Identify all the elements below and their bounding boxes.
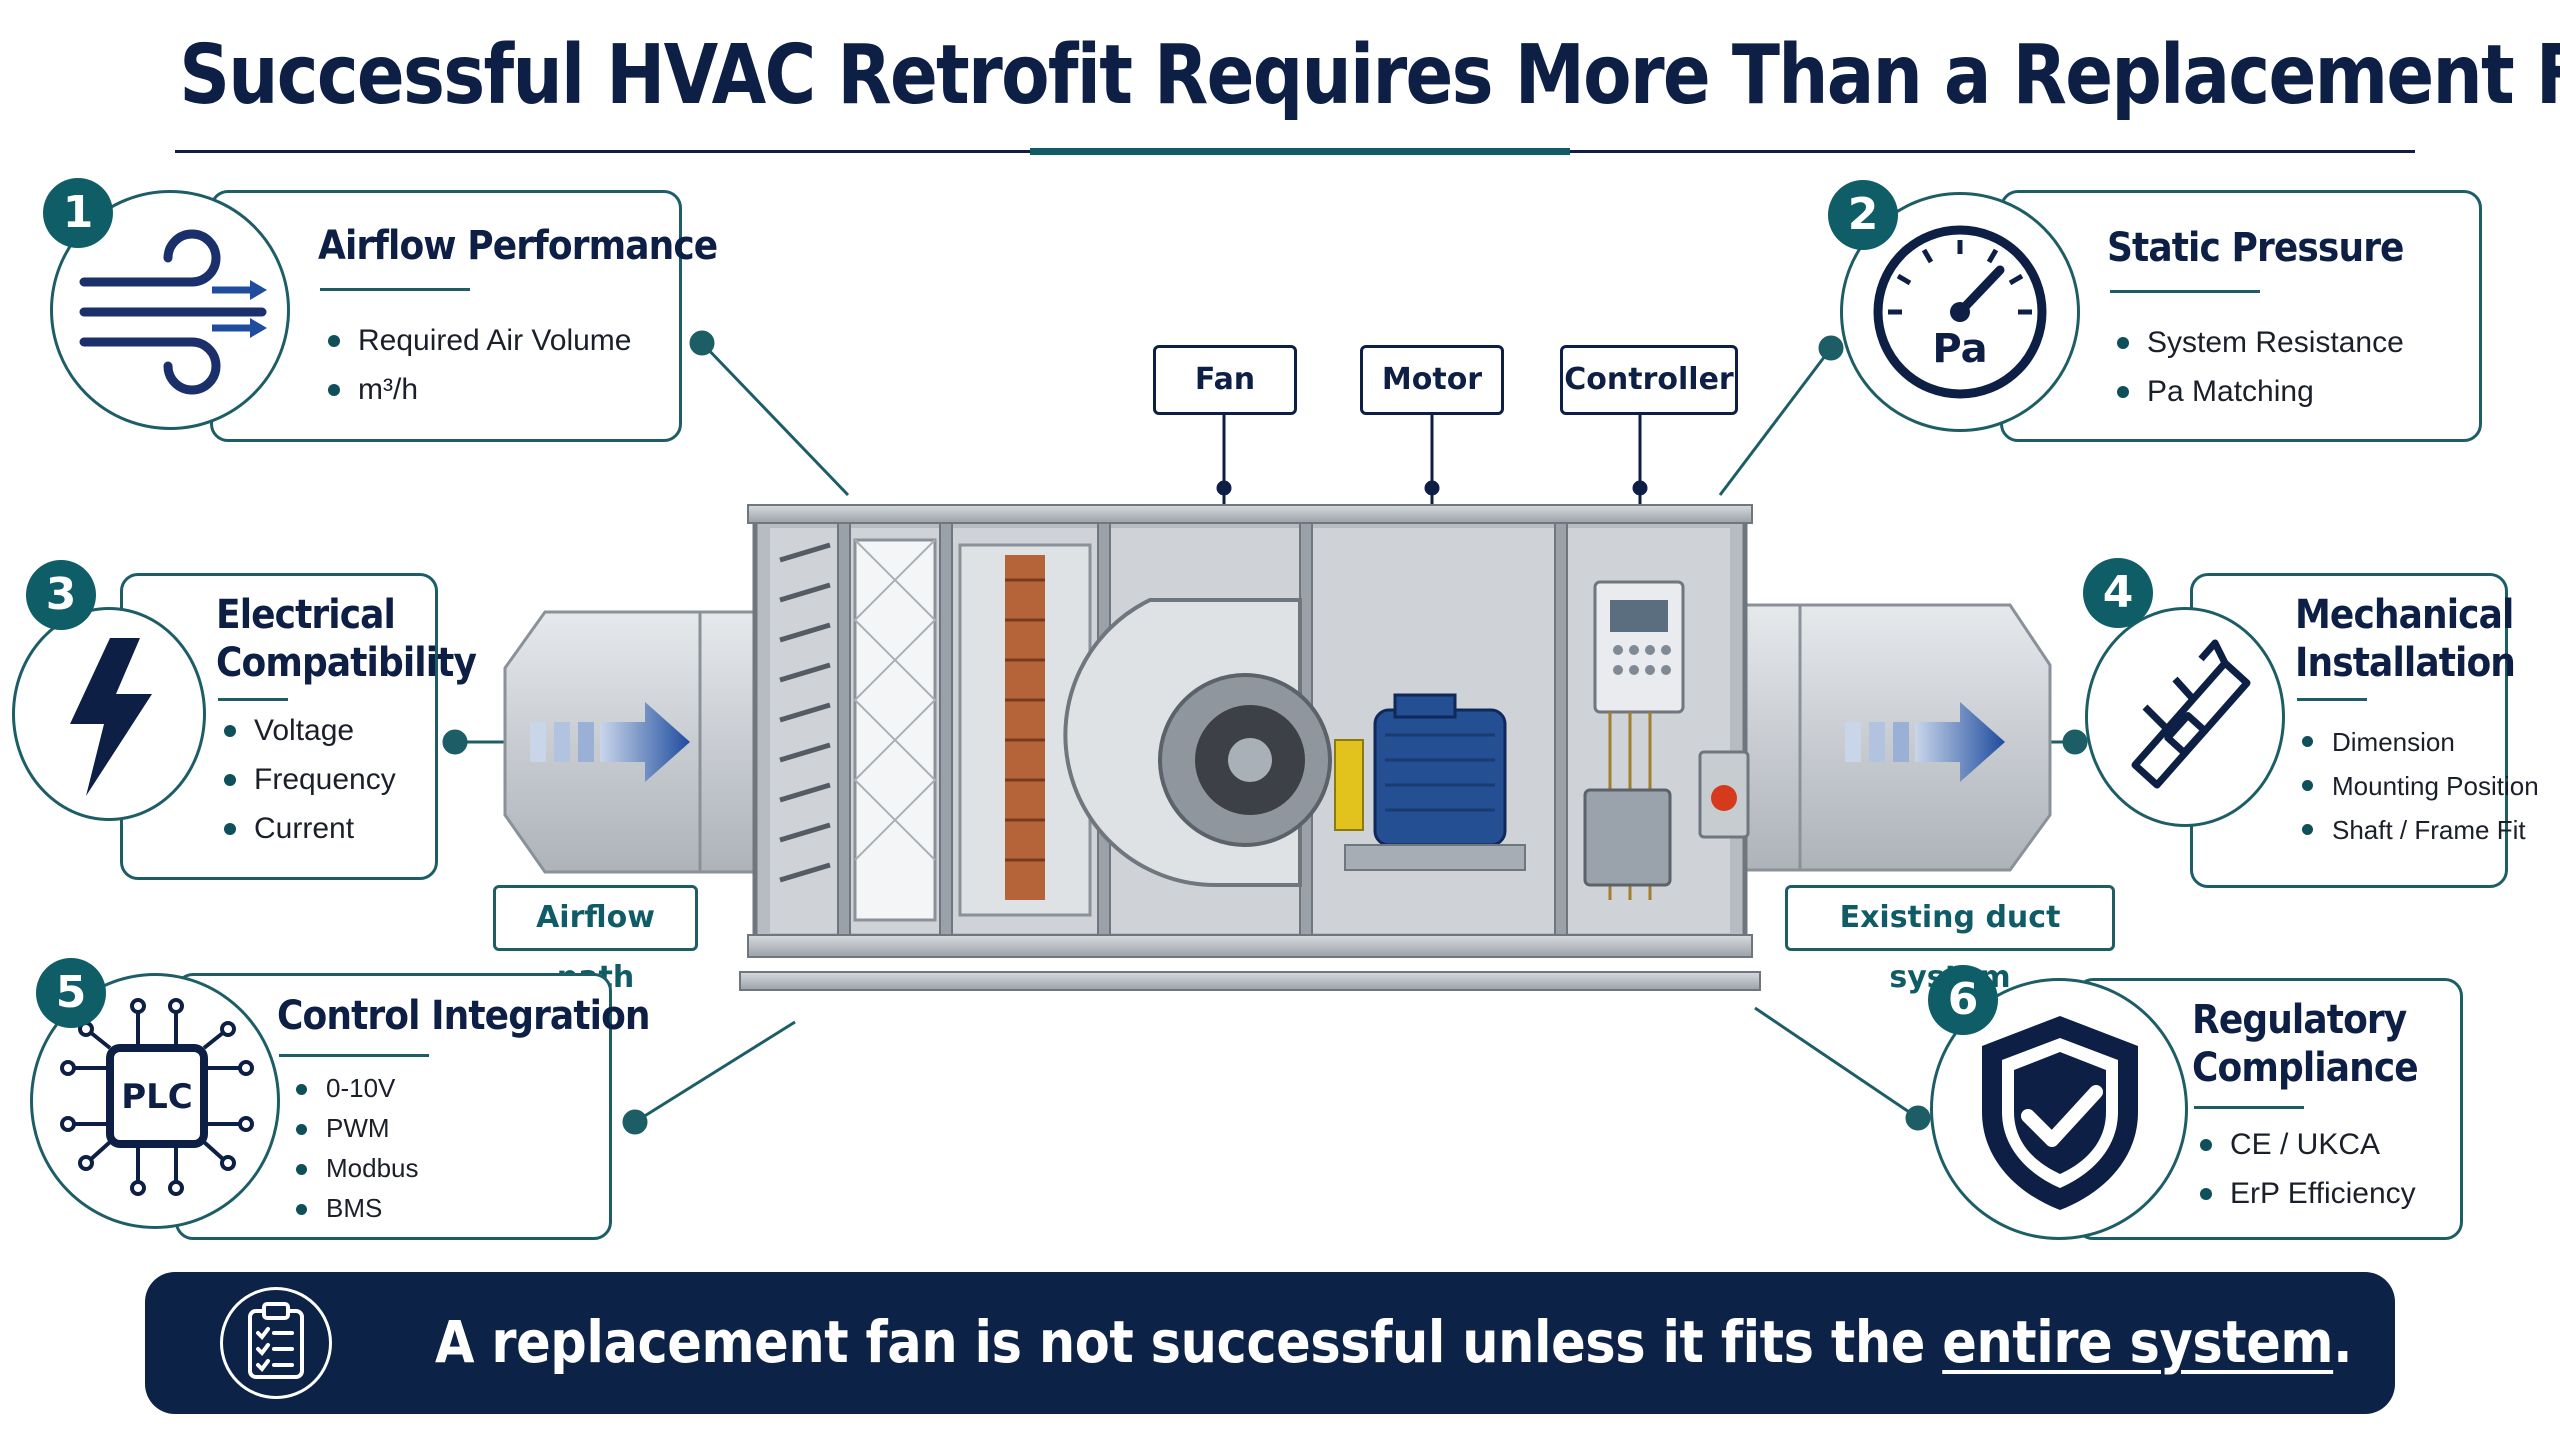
factor-bullet: PWM (294, 1108, 419, 1148)
shield-check-icon (1982, 1016, 2138, 1210)
page-title: Successful HVAC Retrofit Requires More T… (179, 28, 2560, 123)
factor-title-line: Compliance (2192, 1045, 2419, 1091)
factor-number-badge: 1 (43, 178, 113, 248)
factor-bullet: Modbus (294, 1148, 419, 1188)
lightning-bolt-icon (70, 638, 152, 796)
factor-bullet: Pa Matching (2115, 367, 2404, 416)
caliper-icon (2131, 639, 2251, 789)
factor-title-line: Electrical (216, 592, 396, 638)
factor-bullet: CE / UKCA (2198, 1120, 2416, 1169)
factor-bullet: 0-10V (294, 1068, 419, 1108)
pressure-gauge-icon: Pa (1873, 225, 2047, 399)
airflow-arrow-left (530, 702, 690, 782)
existing-duct-tag: Existing duct system (1785, 885, 2115, 995)
fan-label: Fan (1153, 345, 1297, 415)
factor-bullet: Dimension (2300, 720, 2539, 764)
factor-number-badge: 6 (1928, 965, 1998, 1035)
factor-bullet: Mounting Position (2300, 764, 2539, 808)
controller-label: Controller (1560, 345, 1738, 415)
clipboard-checklist-icon (220, 1287, 332, 1399)
factor-title: Airflow Performance (318, 223, 718, 269)
factor-bullet: BMS (294, 1188, 419, 1228)
factor-bullet: System Resistance (2115, 318, 2404, 367)
svg-text:Pa: Pa (1932, 326, 1987, 372)
factor-title-line: Compatibility (216, 640, 477, 686)
factor-number-badge: 3 (26, 560, 96, 630)
factor-title-line: Regulatory (2192, 997, 2407, 1043)
airflow-icon (79, 229, 267, 395)
motor-label: Motor (1360, 345, 1504, 415)
airflow-path-tag: Airflow path (493, 885, 698, 995)
factor-bullet: Current (222, 804, 396, 853)
svg-text:PLC: PLC (121, 1077, 193, 1117)
centrifugal-fan (1063, 598, 1332, 887)
factor-number-badge: 4 (2083, 558, 2153, 628)
factor-number-badge: 5 (36, 958, 106, 1028)
factor-title: Control Integration (277, 993, 651, 1039)
factor-title-line: Installation (2295, 640, 2516, 686)
controller-panel (1583, 580, 1750, 900)
factor-bullet: Required Air Volume (326, 316, 632, 365)
factor-bullet: Voltage (222, 706, 396, 755)
electric-motor (1334, 693, 1526, 871)
factor-bullet: Frequency (222, 755, 396, 804)
conclusion-emphasis: entire system (1942, 1308, 2334, 1376)
factor-bullet: Shaft / Frame Fit (2300, 808, 2539, 852)
factor-title: Static Pressure (2107, 225, 2404, 271)
factor-bullet: ErP Efficiency (2198, 1169, 2416, 1218)
conclusion-text: A replacement fan is not successful unle… (435, 1308, 2353, 1376)
factor-title-line: Mechanical (2295, 592, 2514, 638)
factor-number-badge: 2 (1828, 180, 1898, 250)
airflow-arrow-right (1845, 702, 2005, 782)
plc-chip-icon: PLC (60, 998, 254, 1196)
conclusion-banner: A replacement fan is not successful unle… (145, 1272, 2395, 1414)
title-divider-accent (1030, 148, 1570, 155)
factor-bullet: m³/h (326, 365, 632, 414)
